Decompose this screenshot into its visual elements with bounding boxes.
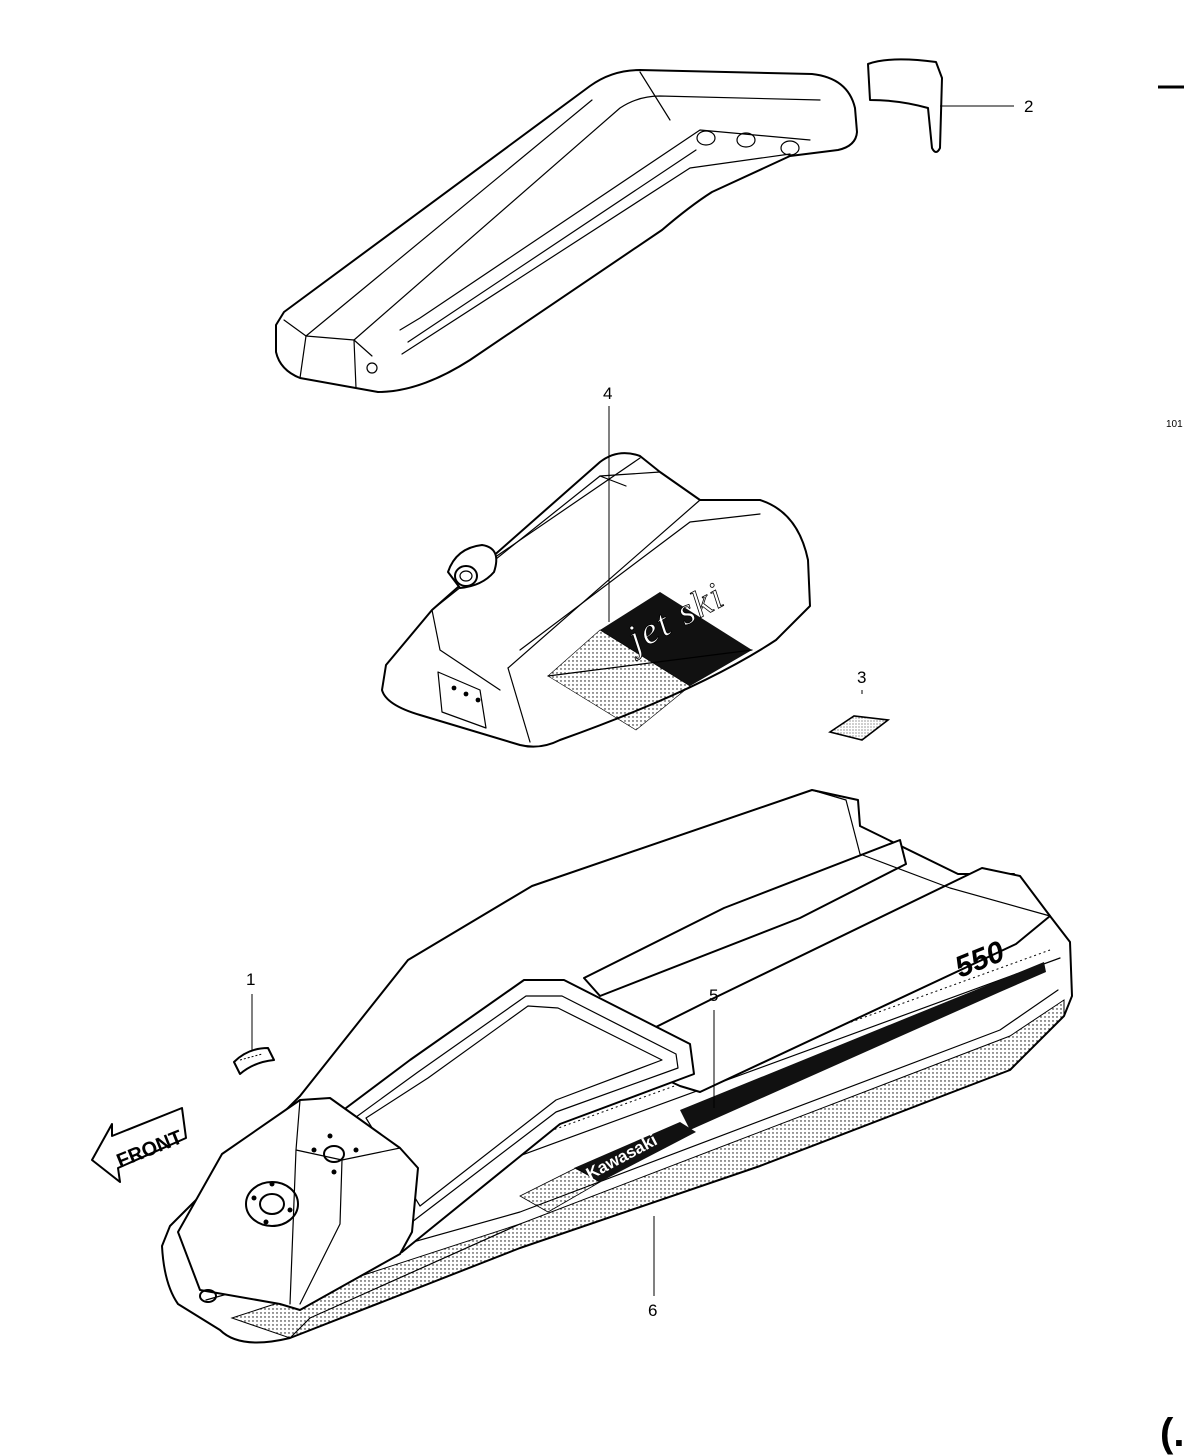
callout-2: 2 bbox=[940, 97, 1033, 116]
front-direction-arrow: FRONT bbox=[91, 1107, 187, 1183]
callout-label-4: 4 bbox=[603, 384, 612, 403]
callout-label-3: 3 bbox=[857, 668, 866, 687]
callout-3: 3 bbox=[857, 668, 866, 694]
corner-mark: (. bbox=[1160, 1411, 1184, 1455]
decal-part-2 bbox=[867, 58, 943, 153]
page-number: 101 bbox=[1166, 419, 1183, 430]
handle-pole-cover bbox=[275, 69, 858, 393]
callout-5: 5 bbox=[709, 986, 718, 1108]
decal-part-3 bbox=[828, 715, 891, 741]
callout-label-5: 5 bbox=[709, 986, 718, 1005]
engine-hood: jet ski bbox=[381, 452, 811, 748]
callout-6: 6 bbox=[648, 1216, 657, 1320]
hull: Kawasaki 550 bbox=[161, 789, 1073, 1344]
decal-part-1 bbox=[233, 1047, 275, 1075]
callout-label-2: 2 bbox=[1024, 97, 1033, 116]
callout-label-6: 6 bbox=[648, 1301, 657, 1320]
callout-1: 1 bbox=[246, 970, 255, 1050]
callout-4: 4 bbox=[603, 384, 612, 622]
callout-label-1: 1 bbox=[246, 970, 255, 989]
